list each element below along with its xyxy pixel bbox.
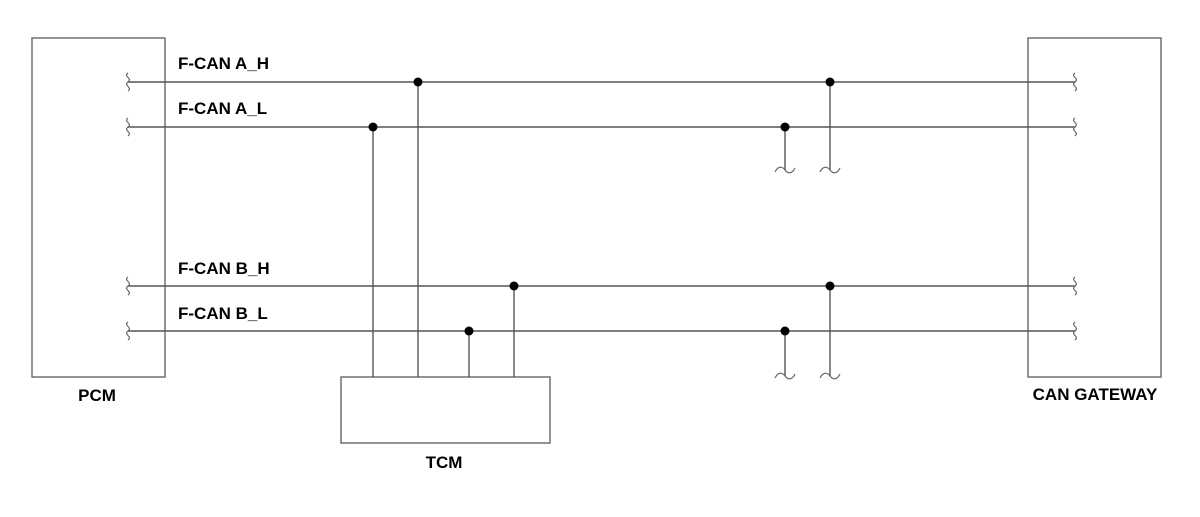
wire-break-gw-a-h — [1073, 72, 1077, 92]
splice-node-tcm-b-l — [464, 326, 474, 336]
wire-break-symbols — [126, 72, 1077, 341]
wire-break-pcm-a-l — [126, 117, 130, 137]
splice-node-branch-b-l — [780, 326, 790, 336]
bus-label-b-l: F-CAN B_L — [178, 304, 268, 323]
splice-node-tcm-b-h — [509, 281, 519, 291]
can-gateway-box — [1027, 37, 1162, 378]
wire-break-gw-b-l — [1073, 321, 1077, 341]
branch-break-b-h — [819, 372, 841, 380]
branch-break-symbols — [774, 166, 841, 380]
wire-break-gw-b-h — [1073, 276, 1077, 296]
wire-break-pcm-b-l — [126, 321, 130, 341]
splice-node-branch-a-l — [780, 122, 790, 132]
bus-label-b-h: F-CAN B_H — [178, 259, 270, 278]
branch-break-b-l — [774, 372, 796, 380]
wire-break-pcm-b-h — [126, 276, 130, 296]
splice-node-branch-a-h — [825, 77, 835, 87]
splice-node-branch-b-h — [825, 281, 835, 291]
wire-break-gw-a-l — [1073, 117, 1077, 137]
bus-label-a-l: F-CAN A_L — [178, 99, 267, 118]
branch-break-a-h — [819, 166, 841, 174]
branch-break-a-l — [774, 166, 796, 174]
wire-break-pcm-a-h — [126, 72, 130, 92]
pcm-label: PCM — [78, 386, 116, 405]
tcm-box — [340, 376, 551, 444]
pcm-box — [31, 37, 166, 378]
splice-node-tcm-a-l — [368, 122, 378, 132]
splice-nodes — [368, 77, 835, 336]
can-gateway-label: CAN GATEWAY — [1033, 385, 1158, 404]
bus-label-a-h: F-CAN A_H — [178, 54, 269, 73]
tcm-label: TCM — [426, 453, 463, 472]
splice-node-tcm-a-h — [413, 77, 423, 87]
